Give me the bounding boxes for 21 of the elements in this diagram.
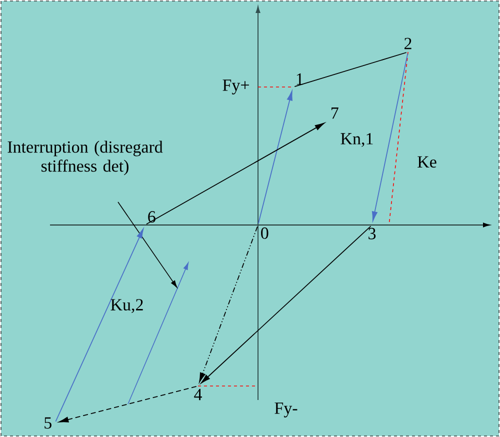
point-label: 0 [261,227,268,239]
arrow [146,122,325,225]
point-label: 4 [194,388,202,400]
axis-label: Interruption (disregard stiffness det) [8,140,163,176]
arrow [199,226,258,382]
point-label: 5 [44,417,52,429]
point-label: 7 [332,107,338,119]
arrow [55,228,144,422]
point-label: 3 [368,228,376,240]
axis-label: Kn,1 [340,133,373,147]
axis-label: Fy- [274,402,298,418]
axis-label: Fy+ [222,80,249,94]
point-label: 2 [404,38,412,50]
arrow [200,226,372,384]
axis-label: Ke [418,156,436,168]
arrow [58,386,197,422]
arrow [258,90,292,224]
point-label: 6 [148,211,156,223]
point-label: 1 [296,73,303,85]
axis-label: Ku,2 [110,299,143,313]
arrow [372,53,408,222]
